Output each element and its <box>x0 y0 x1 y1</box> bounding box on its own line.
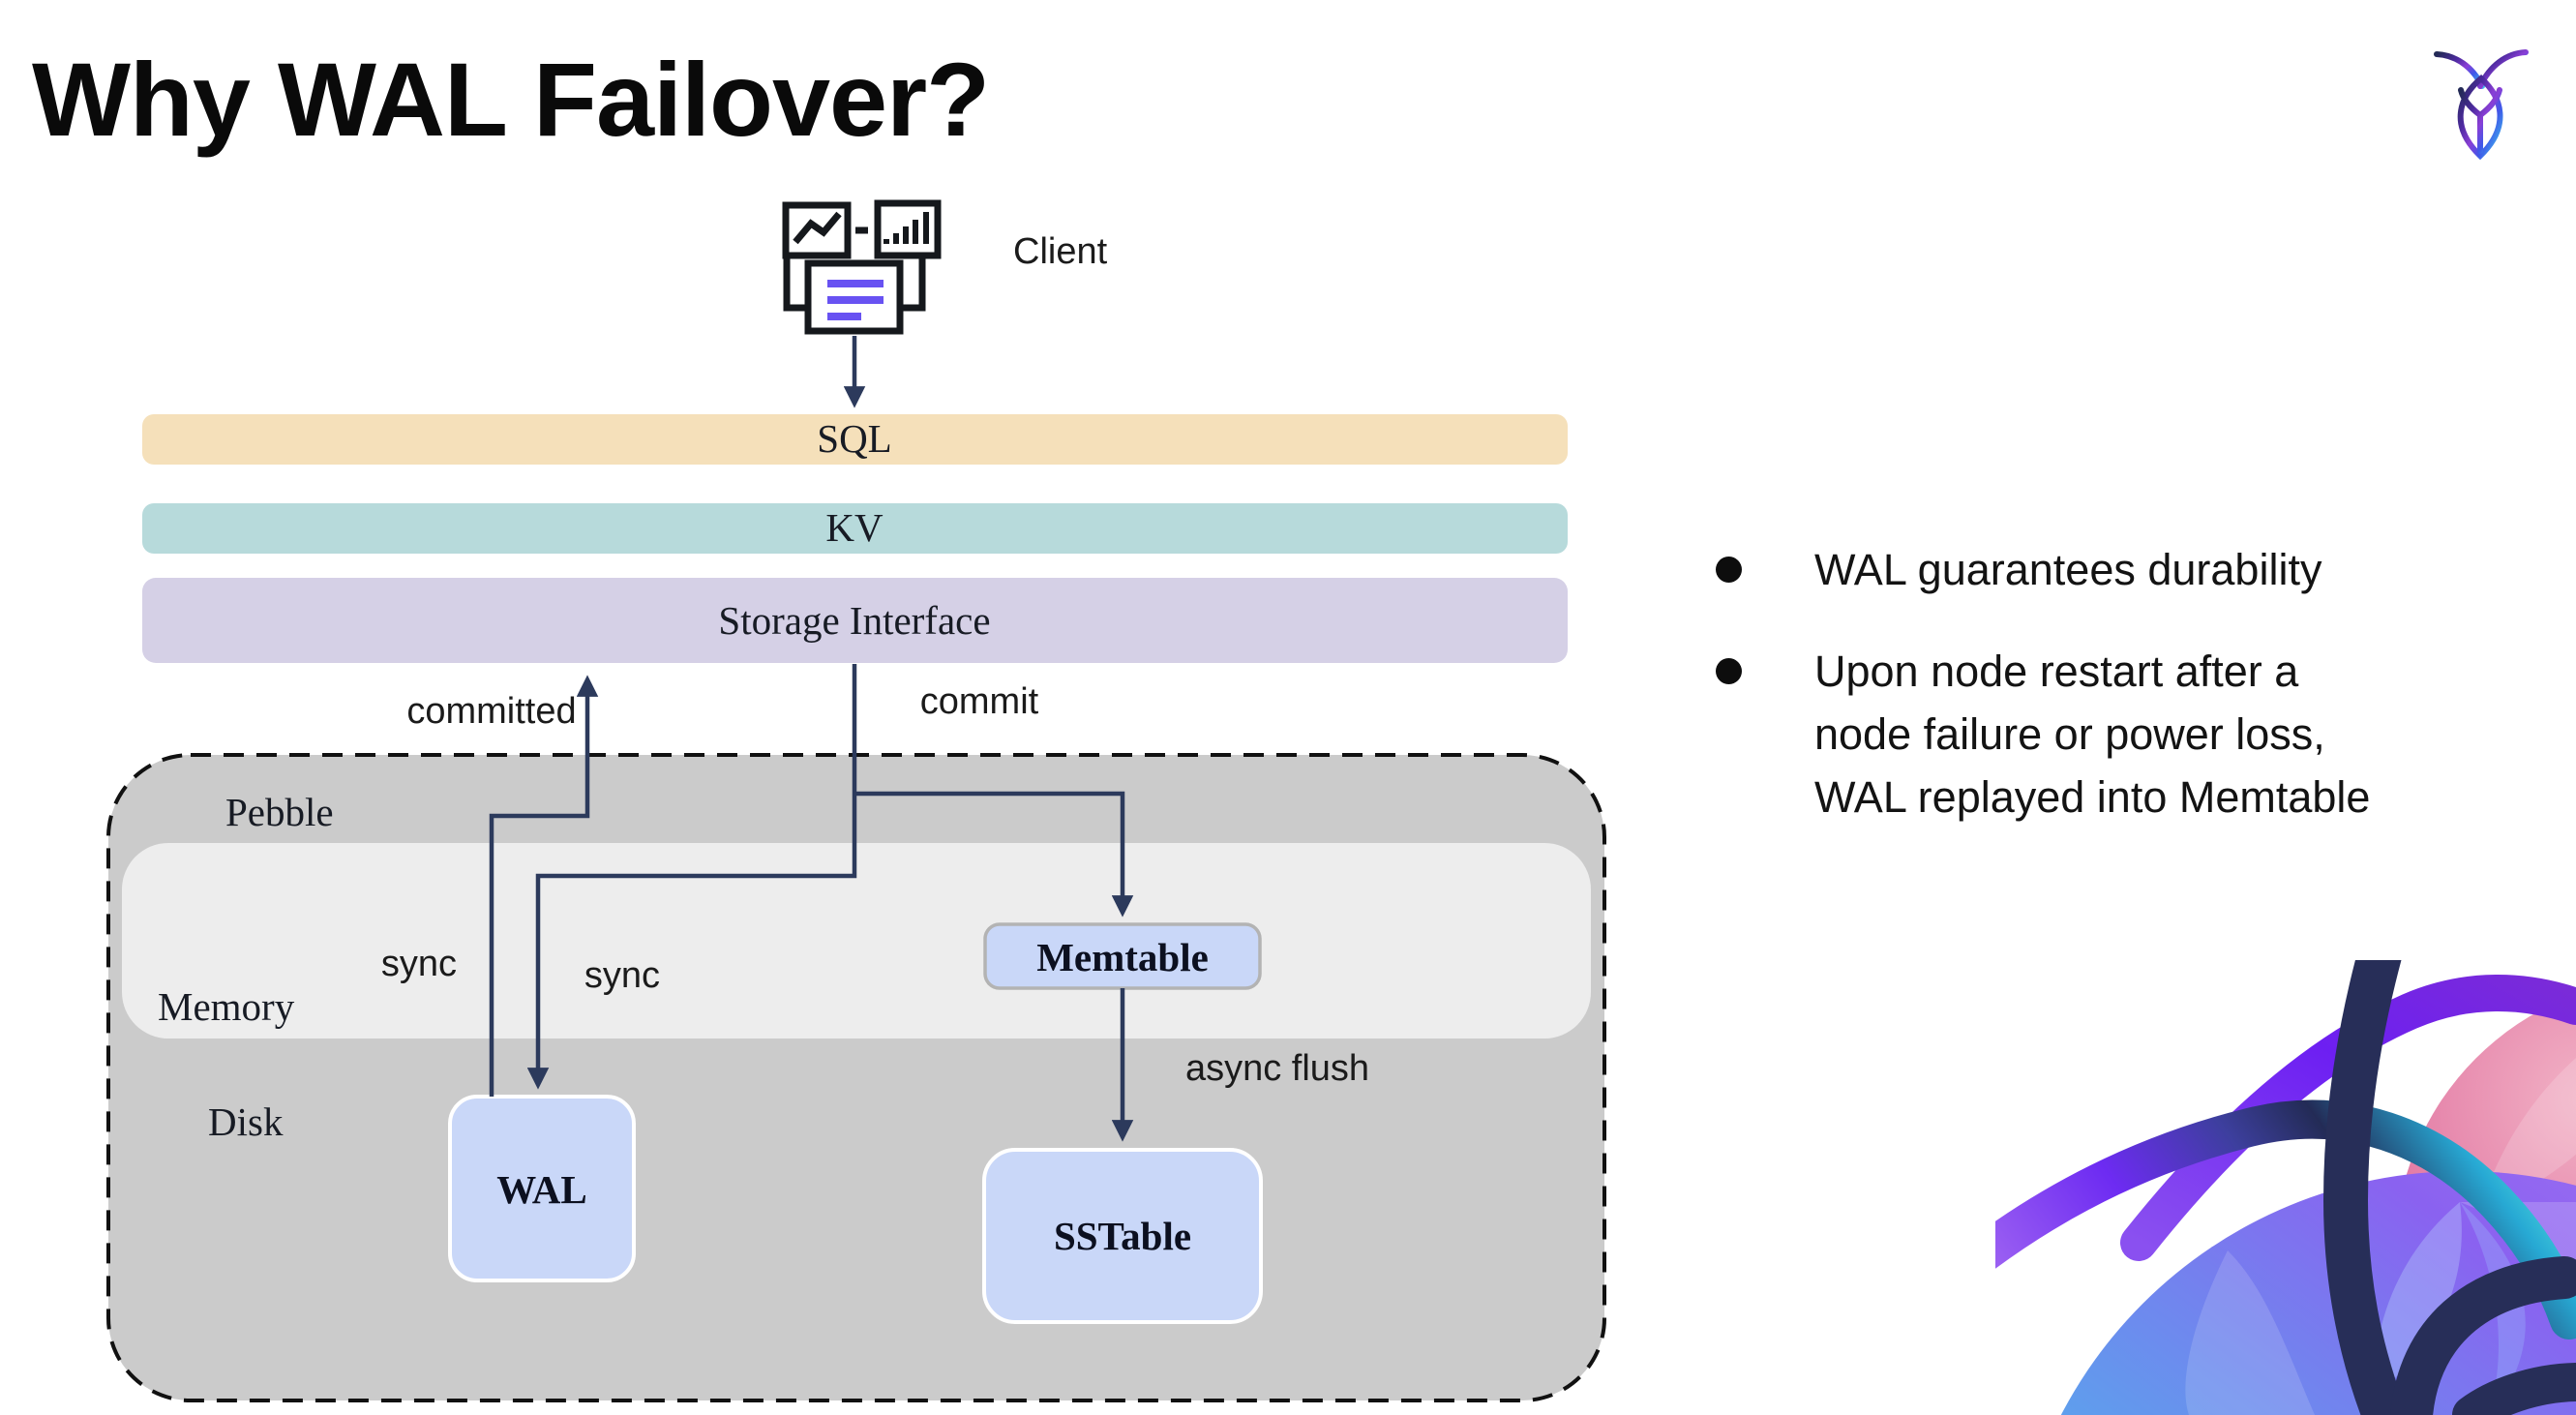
commit-to-memtable-arrow <box>854 791 1134 918</box>
bullet-icon <box>1716 557 1742 583</box>
cockroachdb-logo-icon <box>2434 49 2529 161</box>
list-item: Upon node restart after a node failure o… <box>1684 640 2576 828</box>
list-item: WAL guarantees durability <box>1684 538 2576 601</box>
disk-label: Disk <box>208 1099 284 1144</box>
storage-interface-bar-label: Storage Interface <box>718 598 990 643</box>
sstable-node <box>982 1148 1263 1324</box>
storage-nodes: WAL Memtable SSTable <box>448 922 1263 1324</box>
sql-bar-label: SQL <box>817 416 891 461</box>
page-title: Why WAL Failover? <box>32 41 990 158</box>
client-label: Client <box>1013 231 1108 272</box>
committed-arrow <box>489 675 599 1097</box>
bullet-text: WAL guarantees durability <box>1814 545 2322 594</box>
async-flush-label: async flush <box>1185 1048 1369 1089</box>
bracket-glyph <box>783 254 926 312</box>
client-workstation-icon <box>782 199 942 335</box>
pebble-label: Pebble <box>225 790 334 834</box>
arrows <box>489 336 1134 1142</box>
dark-roach-outline <box>2322 960 2576 1415</box>
memory-label: Memory <box>158 984 295 1029</box>
kv-bar <box>142 503 1568 554</box>
commit-label: commit <box>920 681 1039 722</box>
bullet-text: WAL replayed into Memtable <box>1814 772 2371 822</box>
committed-label: committed <box>406 691 576 732</box>
commit-sync-arrow <box>526 664 857 1090</box>
wal-node <box>448 1095 636 1282</box>
bar-chart-glyph <box>884 212 929 244</box>
cockroachdb-sphere-artwork <box>1995 960 2576 1415</box>
memtable-label: Memtable <box>1036 935 1209 979</box>
sql-bar <box>142 414 1568 465</box>
notes-list: WAL guarantees durability Upon node rest… <box>1684 538 2576 867</box>
sstable-label: SSTable <box>1054 1214 1191 1258</box>
bullet-text: node failure or power loss, <box>1814 709 2325 759</box>
document-lines-glyph <box>827 280 884 320</box>
sync-right-label: sync <box>584 955 660 996</box>
wal-label: WAL <box>496 1167 586 1212</box>
layer-bars: SQL KV Storage Interface <box>142 414 1568 663</box>
storage-interface-bar <box>142 578 1568 663</box>
bullet-icon <box>1716 658 1742 684</box>
kv-bar-label: KV <box>825 505 884 550</box>
sync-left-label: sync <box>381 944 457 984</box>
bullet-text: Upon node restart after a <box>1814 647 2299 696</box>
